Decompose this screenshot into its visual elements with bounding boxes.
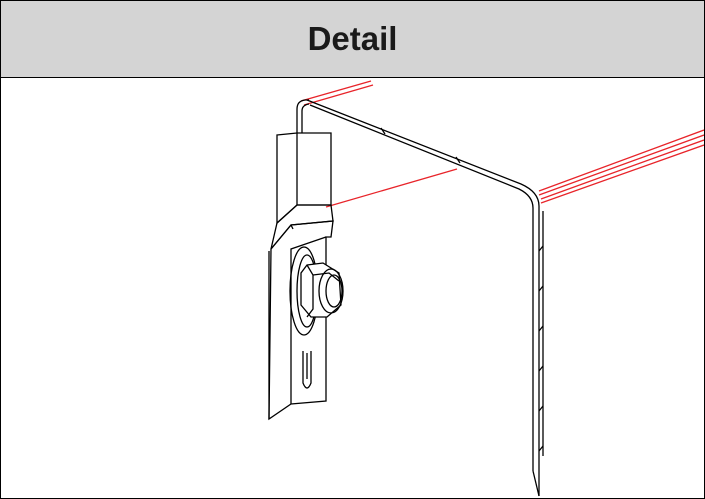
red-edge-lines — [300, 80, 704, 208]
hex-bolt-icon — [300, 262, 344, 318]
header-bar: Detail — [1, 1, 704, 78]
page-title: Detail — [307, 20, 398, 57]
slot-icon — [302, 351, 312, 389]
hinge-icon — [268, 132, 334, 421]
detail-drawing — [268, 80, 704, 497]
panel-corner-icon — [296, 99, 544, 497]
